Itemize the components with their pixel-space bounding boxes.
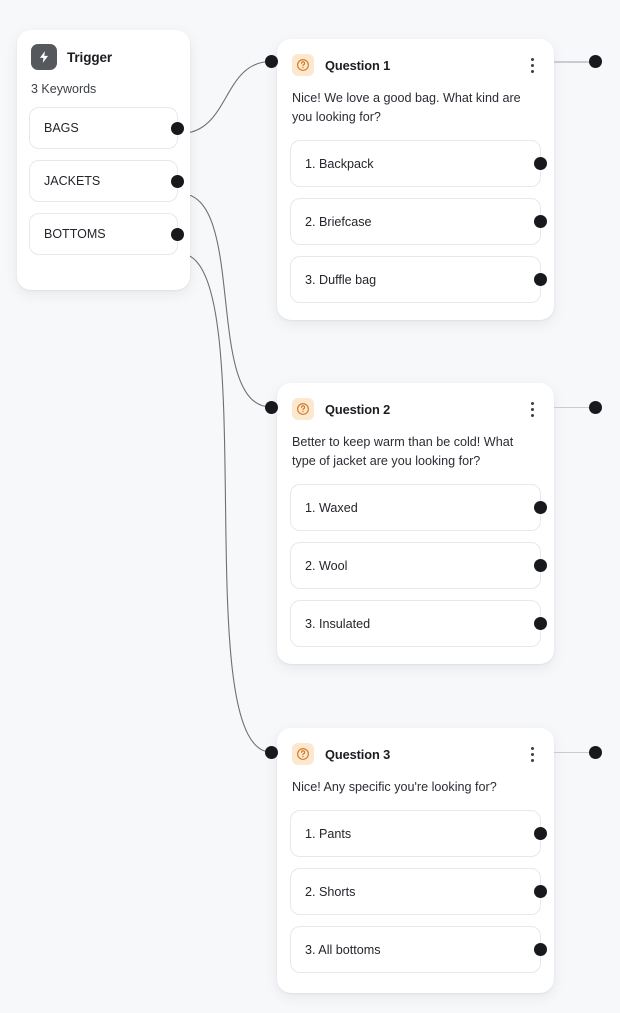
answer-option[interactable]: 2. Shorts (290, 868, 547, 915)
trigger-header: Trigger (31, 44, 178, 70)
question-output-port-2[interactable] (589, 400, 602, 414)
answer-option[interactable]: 1. Backpack (290, 140, 547, 187)
answer-output-port[interactable] (533, 885, 547, 898)
question-header: Question 1 (290, 53, 541, 77)
answer-option-label: 2. Shorts (305, 884, 356, 899)
keyword-output-port-jackets[interactable] (170, 174, 184, 188)
answer-option[interactable]: 3. All bottoms (290, 926, 547, 973)
question-header: Question 3 (290, 742, 541, 766)
trigger-title: Trigger (67, 49, 113, 65)
answer-output-port[interactable] (533, 827, 547, 840)
answer-output-port[interactable] (533, 501, 547, 514)
question-output-stub-1 (554, 61, 592, 63)
question-node-1[interactable]: Question 1 Nice! We love a good bag. Wha… (277, 39, 554, 320)
answer-output-port[interactable] (533, 617, 547, 630)
lightning-bolt-icon (31, 44, 57, 70)
keyword-list: BAGS JACKETS BOTTOMS (29, 107, 184, 255)
answer-output-port[interactable] (533, 157, 547, 170)
answer-output-port[interactable] (533, 943, 547, 956)
question-output-port-3[interactable] (589, 745, 602, 759)
question-prompt: Nice! We love a good bag. What kind are … (292, 91, 521, 124)
keyword-pill-jackets[interactable]: JACKETS (29, 160, 184, 202)
keywords-count-label: 3 Keywords (31, 82, 97, 96)
question-circle-icon (292, 54, 314, 76)
keyword-output-port-bottoms[interactable] (170, 227, 184, 241)
keyword-label: BOTTOMS (44, 227, 106, 241)
question-header: Question 2 (290, 397, 541, 421)
answer-option[interactable]: 3. Duffle bag (290, 256, 547, 303)
answer-option[interactable]: 2. Wool (290, 542, 547, 589)
answer-option-label: 2. Wool (305, 558, 348, 573)
question-output-port-1[interactable] (589, 55, 602, 68)
answer-option-list: 1. Waxed 2. Wool 3. Insulated (290, 484, 547, 647)
answer-option-label: 1. Pants (305, 826, 352, 841)
question-prompt: Better to keep warm than be cold! What t… (292, 435, 514, 468)
question-node-3[interactable]: Question 3 Nice! Any specific you're loo… (277, 728, 554, 993)
answer-output-port[interactable] (533, 215, 547, 228)
answer-option-label: 1. Backpack (305, 156, 374, 171)
question-output-stub-2 (554, 406, 592, 408)
answer-option-label: 2. Briefcase (305, 214, 372, 229)
question-title: Question 2 (325, 401, 391, 417)
edge-jackets-to-question2 (179, 192, 272, 408)
kebab-menu-icon[interactable] (523, 744, 541, 764)
edge-bottoms-to-question3 (179, 252, 272, 753)
question-input-port-2[interactable] (265, 400, 278, 414)
answer-option[interactable]: 2. Briefcase (290, 198, 547, 245)
answer-option[interactable]: 1. Pants (290, 810, 547, 857)
answer-option-label: 3. Insulated (305, 616, 371, 631)
question-node-2[interactable]: Question 2 Better to keep warm than be c… (277, 383, 554, 664)
question-prompt: Nice! Any specific you're looking for? (292, 780, 497, 794)
kebab-menu-icon[interactable] (523, 399, 541, 419)
question-circle-icon (292, 743, 314, 765)
answer-option-label: 1. Waxed (305, 500, 358, 515)
answer-output-port[interactable] (533, 559, 547, 572)
question-input-port-1[interactable] (265, 55, 278, 68)
keyword-label: BAGS (44, 121, 79, 135)
keyword-pill-bottoms[interactable]: BOTTOMS (29, 213, 184, 255)
question-input-port-3[interactable] (265, 745, 278, 759)
answer-option[interactable]: 3. Insulated (290, 600, 547, 647)
keyword-pill-bags[interactable]: BAGS (29, 107, 184, 149)
answer-option-list: 1. Backpack 2. Briefcase 3. Duffle bag (290, 140, 547, 303)
answer-option[interactable]: 1. Waxed (290, 484, 547, 531)
trigger-node[interactable]: Trigger 3 Keywords BAGS JACKETS BOTTOMS (17, 30, 190, 290)
keyword-output-port-bags[interactable] (170, 121, 184, 135)
keyword-label: JACKETS (44, 174, 101, 188)
edge-bags-to-question1 (179, 60, 272, 135)
question-circle-icon (292, 398, 314, 420)
answer-option-label: 3. All bottoms (305, 942, 381, 957)
answer-output-port[interactable] (533, 273, 547, 286)
kebab-menu-icon[interactable] (523, 55, 541, 75)
question-title: Question 1 (325, 57, 391, 73)
answer-option-label: 3. Duffle bag (305, 272, 377, 287)
question-output-stub-3 (554, 751, 592, 753)
answer-option-list: 1. Pants 2. Shorts 3. All bottoms (290, 810, 547, 973)
question-title: Question 3 (325, 746, 391, 762)
